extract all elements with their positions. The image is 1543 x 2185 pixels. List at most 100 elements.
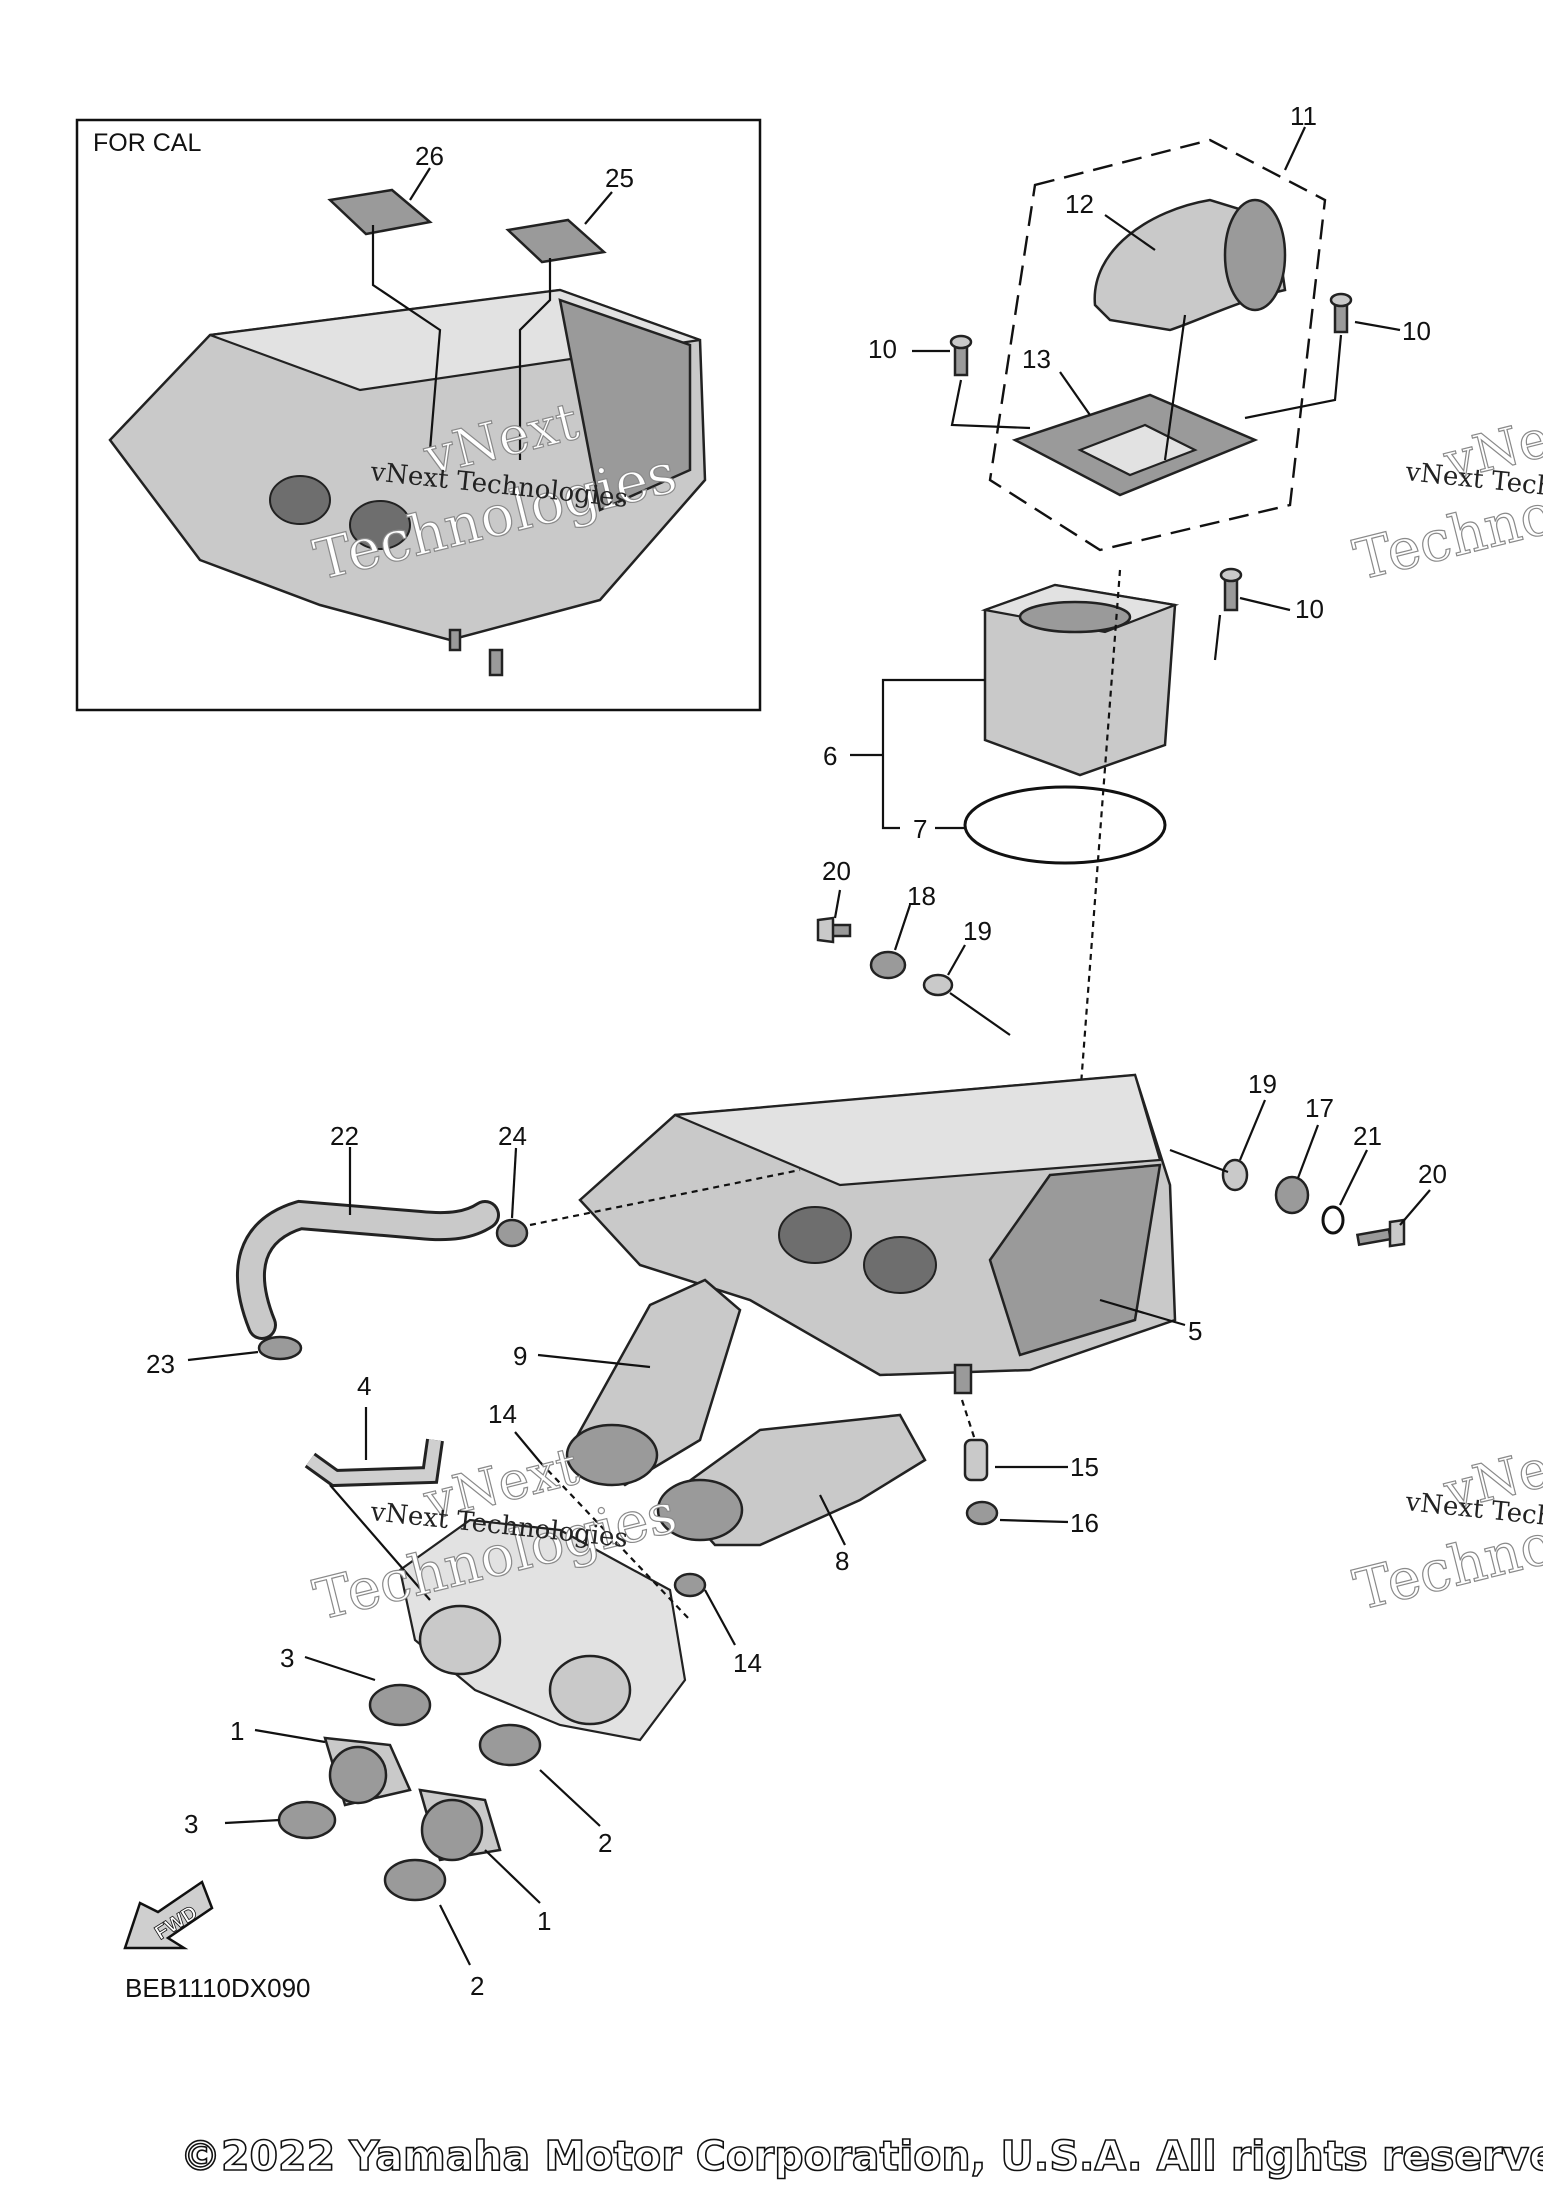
- plate-13-opening: [1077, 423, 1198, 477]
- callout-22: 22: [330, 1121, 359, 1151]
- hose-4: [306, 1439, 441, 1485]
- leader-10b: [1354, 320, 1401, 332]
- screw-10-right: [1329, 292, 1353, 334]
- collar-17: [1274, 1175, 1310, 1215]
- callout-11: 11: [1290, 101, 1317, 131]
- airbox-port-1: [778, 1206, 852, 1264]
- clamp-3-upper: [368, 1683, 432, 1727]
- leader-11: [1284, 126, 1306, 171]
- callout-5: 5: [1188, 1316, 1202, 1346]
- leader-5: [1099, 1298, 1186, 1327]
- leader-9: [537, 1353, 651, 1369]
- leader-21: [1339, 1149, 1368, 1206]
- leader-26: [371, 225, 442, 451]
- callout-3-b: 3: [184, 1809, 198, 1839]
- clamp-2-upper: [478, 1723, 542, 1767]
- funnel-6-opening: [1018, 600, 1132, 634]
- leader-26-top: [409, 167, 431, 201]
- assembly-11-dashed-outline: [988, 138, 1327, 552]
- airbox-side: [988, 1163, 1162, 1357]
- callout-2-b: 2: [470, 1971, 484, 2001]
- callout-2-a: 2: [598, 1828, 612, 1858]
- callout-10-a: 10: [868, 334, 897, 364]
- leader-1b: [484, 1849, 541, 1904]
- callout-23: 23: [146, 1349, 175, 1379]
- leader-2b: [439, 1904, 471, 1966]
- label-sticker-25: [505, 218, 607, 264]
- callout-8: 8: [835, 1546, 849, 1576]
- callout-18: 18: [907, 881, 936, 911]
- leader-10c: [1239, 596, 1291, 612]
- callout-12: 12: [1065, 189, 1094, 219]
- callout-3-a: 3: [280, 1643, 294, 1673]
- leader-8: [819, 1494, 846, 1546]
- grommet-19-upper: [922, 973, 954, 997]
- drain-plug-15: [963, 1438, 989, 1482]
- joint-9-mouth: [565, 1423, 659, 1487]
- callout-10-b: 10: [1402, 316, 1431, 346]
- leader-14b: [704, 1589, 736, 1646]
- leader-2a: [539, 1769, 601, 1827]
- fastener-group-right: 19 17 21 20: [1169, 1069, 1447, 1248]
- fwd-arrow: FWD: [123, 1880, 214, 1950]
- fastener-group-upper: 20 18 19: [816, 856, 1011, 1036]
- grommet-19-right: [1221, 1158, 1249, 1192]
- lower-joint-group: 3 1 2 3 1 2: [184, 1643, 612, 2001]
- hose-group: 22 24 23: [146, 1121, 801, 1379]
- duct-12-mouth: [1223, 198, 1287, 312]
- airbox-lid: [674, 1073, 1162, 1187]
- leader-20b: [1399, 1189, 1431, 1226]
- leader-17: [1296, 1124, 1320, 1179]
- leader-19b: [1238, 1099, 1267, 1161]
- diagram-code: BEB1110DX090: [125, 1973, 311, 2003]
- collar-18: [869, 950, 907, 980]
- leader-fastener-to-box: [949, 992, 1011, 1036]
- leader-24-to-box: [529, 1168, 801, 1227]
- leader-14a-down: [539, 1461, 691, 1621]
- leader-1a: [254, 1728, 326, 1744]
- callout-4: 4: [357, 1371, 371, 1401]
- leader-23: [187, 1350, 259, 1362]
- callout-6: 6: [823, 741, 837, 771]
- leader-3a: [304, 1655, 376, 1682]
- callout-7: 7: [913, 814, 927, 844]
- callout-10-c: 10: [1295, 594, 1324, 624]
- leader-12-to-13: [1163, 314, 1187, 461]
- bolt-20-upper: [816, 916, 852, 944]
- callout-19-b: 19: [1248, 1069, 1277, 1099]
- inset-for-cal: FOR CAL 26 25 vNext Technologies vNext T…: [75, 118, 762, 712]
- leader-25: [518, 258, 552, 460]
- throttle-bore-1: [418, 1604, 502, 1676]
- leader-3b: [224, 1818, 281, 1825]
- callout-21: 21: [1353, 1121, 1382, 1151]
- callout-13: 13: [1022, 344, 1051, 374]
- clamp-24: [495, 1218, 529, 1248]
- leader-18: [893, 904, 912, 951]
- joint-8-mouth: [656, 1478, 744, 1542]
- leader-24: [510, 1147, 518, 1219]
- leader-6-7-bracket: [881, 678, 985, 830]
- clamp-23: [257, 1335, 303, 1361]
- callout-19-a: 19: [963, 916, 992, 946]
- leader-10a-to-plate: [950, 379, 1031, 430]
- inset-label: FOR CAL: [93, 129, 201, 157]
- throttle-bore-2: [548, 1654, 632, 1726]
- throttle-group: 4 14 14: [304, 1371, 762, 1742]
- airbox-port-2: [863, 1236, 937, 1294]
- callout-20-a: 20: [822, 856, 851, 886]
- leader-10b-to-plate: [1244, 334, 1343, 420]
- callout-17: 17: [1305, 1093, 1334, 1123]
- callout-16: 16: [1070, 1508, 1099, 1538]
- assembly-11: 11 12 13 10 10: [868, 101, 1431, 552]
- leader-12: [1104, 214, 1156, 251]
- watermark-right-lower: vNext Technologies vNext Technologies: [1347, 1426, 1543, 1624]
- leader-25-top: [584, 191, 613, 225]
- clamp-3-lower: [277, 1800, 337, 1840]
- leader-10c-down: [1213, 614, 1222, 661]
- callout-25: 25: [605, 163, 634, 193]
- callout-14-b: 14: [733, 1648, 762, 1678]
- o-ring-7: [963, 785, 1167, 865]
- joint-1-lower-mouth: [420, 1798, 484, 1862]
- clamp-2-lower: [383, 1858, 447, 1902]
